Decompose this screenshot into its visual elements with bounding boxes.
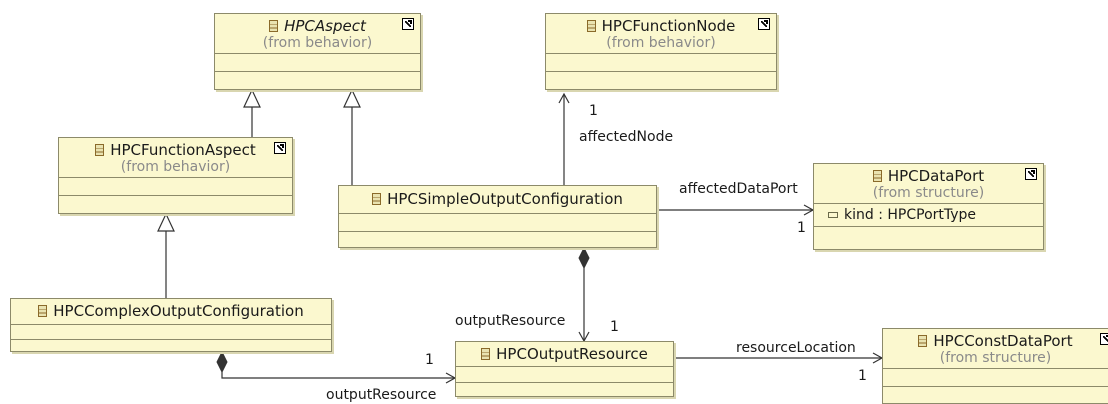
- role-resource-location: resourceLocation: [736, 340, 856, 356]
- role-affected-node: affectedNode: [579, 129, 674, 145]
- composition-complex-line: [221, 372, 457, 384]
- operations-compartment: [456, 383, 673, 396]
- multiplicity-complex-output-resource: 1: [425, 352, 434, 368]
- class-name: HPCAspect: [284, 17, 366, 35]
- attribute-label: kind : HPCPortType: [844, 207, 977, 223]
- class-hpc-complex-output-configuration[interactable]: HPCComplexOutputConfiguration: [10, 298, 332, 352]
- class-package: (from behavior): [262, 35, 373, 51]
- generalization-complex-config-triangle: [157, 212, 175, 232]
- class-package: (from structure): [939, 350, 1052, 366]
- attributes-compartment: [215, 54, 420, 72]
- attributes-compartment: [883, 369, 1108, 387]
- class-hpc-simple-output-configuration[interactable]: HPCSimpleOutputConfiguration: [338, 185, 657, 248]
- attribute-kind[interactable]: kind : HPCPortType: [814, 204, 1043, 226]
- role-simple-output-resource: outputResource: [455, 313, 566, 329]
- operations-compartment: [814, 227, 1043, 237]
- composition-complex-diamond: [216, 350, 228, 374]
- class-icon: [872, 170, 882, 182]
- multiplicity-simple-output-resource: 1: [610, 319, 619, 335]
- operations-compartment: [215, 72, 420, 88]
- class-name: HPCFunctionAspect: [110, 141, 256, 159]
- shortcut-icon[interactable]: [1100, 333, 1108, 345]
- shortcut-icon[interactable]: [758, 18, 770, 30]
- class-hpc-function-node[interactable]: HPCFunctionNode (from behavior): [545, 13, 777, 90]
- class-header: HPCAspect (from behavior): [215, 14, 420, 54]
- shortcut-icon[interactable]: [274, 142, 286, 154]
- generalization-simple-config-triangle: [343, 88, 361, 108]
- operations-compartment: [59, 196, 292, 212]
- attributes-compartment: [11, 325, 331, 340]
- class-package: (from structure): [872, 185, 985, 201]
- class-icon: [95, 144, 105, 156]
- attribute-icon: [828, 212, 838, 218]
- class-name: HPCConstDataPort: [933, 332, 1073, 350]
- class-hpc-function-aspect[interactable]: HPCFunctionAspect (from behavior): [58, 137, 293, 214]
- operations-compartment: [883, 387, 1108, 403]
- class-icon: [586, 20, 596, 32]
- class-package: (from behavior): [606, 35, 716, 51]
- class-package: (from behavior): [120, 159, 231, 175]
- class-name: HPCDataPort: [887, 167, 985, 185]
- composition-simple-diamond: [578, 246, 590, 270]
- class-header: HPCDataPort (from structure): [814, 164, 1043, 204]
- operations-compartment: [11, 340, 331, 352]
- multiplicity-affected-data-port: 1: [797, 220, 806, 236]
- class-name: HPCFunctionNode: [601, 17, 736, 35]
- class-hpc-aspect[interactable]: HPCAspect (from behavior): [214, 13, 421, 90]
- operations-compartment: [546, 72, 776, 88]
- class-hpc-const-data-port[interactable]: HPCConstDataPort (from structure): [882, 328, 1108, 404]
- class-header: HPCSimpleOutputConfiguration: [339, 186, 656, 214]
- class-name: HPCSimpleOutputConfiguration: [387, 190, 623, 208]
- class-header: HPCConstDataPort (from structure): [883, 329, 1108, 369]
- operations-compartment: [339, 232, 656, 247]
- class-header: HPCOutputResource: [456, 342, 673, 367]
- attributes-compartment: [456, 367, 673, 383]
- attributes-compartment: [339, 214, 656, 232]
- shortcut-icon[interactable]: [1025, 168, 1037, 180]
- class-icon: [918, 335, 928, 347]
- generalization-function-aspect-triangle: [243, 88, 261, 108]
- attributes-compartment: [59, 178, 292, 196]
- class-icon: [38, 305, 48, 317]
- class-hpc-data-port[interactable]: HPCDataPort (from structure) kind : HPCP…: [813, 163, 1044, 250]
- attributes-compartment: [546, 54, 776, 72]
- class-icon: [372, 193, 382, 205]
- role-complex-output-resource: outputResource: [326, 387, 437, 403]
- multiplicity-affected-node: 1: [589, 103, 598, 119]
- class-icon: [269, 20, 279, 32]
- role-affected-data-port: affectedDataPort: [679, 181, 798, 197]
- class-header: HPCFunctionAspect (from behavior): [59, 138, 292, 178]
- shortcut-icon[interactable]: [402, 18, 414, 30]
- class-header: HPCComplexOutputConfiguration: [11, 299, 331, 325]
- class-name: HPCComplexOutputConfiguration: [53, 302, 304, 320]
- multiplicity-resource-location: 1: [858, 368, 867, 384]
- class-hpc-output-resource[interactable]: HPCOutputResource: [455, 341, 674, 397]
- class-header: HPCFunctionNode (from behavior): [546, 14, 776, 54]
- class-icon: [481, 348, 491, 360]
- attributes-compartment: kind : HPCPortType: [814, 204, 1043, 227]
- class-name: HPCOutputResource: [496, 345, 648, 363]
